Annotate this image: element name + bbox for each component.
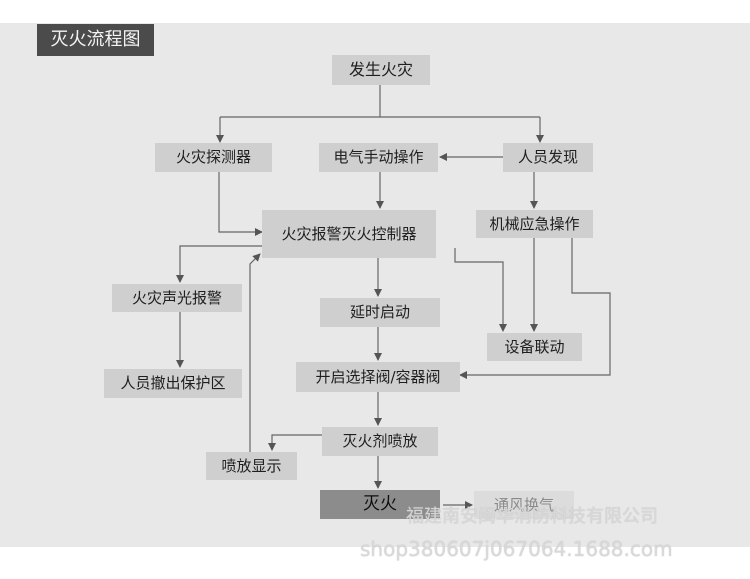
watermark-shop-url: shop380607j067064.1688.com (360, 537, 673, 561)
link-mechanical-to-valves (459, 237, 611, 379)
diagram-title: 灭火流程图 (37, 24, 154, 56)
node-mechanical-emergency: 机械应急操作 (476, 210, 593, 238)
node-extinguish: 灭火 (320, 490, 440, 519)
node-discharge-display: 喷放显示 (206, 452, 297, 480)
node-sound-light-alarm: 火灾声光报警 (112, 284, 242, 312)
node-equipment-linkage: 设备联动 (487, 333, 582, 361)
node-evacuate: 人员撤出保护区 (104, 369, 242, 398)
link-detector-to-controller (218, 172, 263, 236)
link-controller-to-linkage (454, 248, 507, 332)
node-ventilation: 通风换气 (474, 491, 574, 519)
node-open-valves: 开启选择阀/容器阀 (296, 362, 460, 392)
node-fire-detector: 火灾探测器 (155, 143, 272, 172)
link-discharge-to-display (268, 434, 322, 451)
node-manual-electric: 电气手动操作 (319, 143, 438, 172)
link-display-to-controller (249, 253, 261, 452)
node-alarm-controller: 火灾报警灭火控制器 (262, 210, 436, 258)
node-fire-occurs: 发生火灾 (332, 55, 430, 85)
node-personnel-discover: 人员发现 (503, 143, 593, 172)
node-agent-discharge: 灭火剂喷放 (322, 427, 438, 456)
node-delayed-start: 延时启动 (320, 298, 440, 327)
link-controller-to-alarm (176, 245, 262, 283)
watermark-company: 福建南安闽华消防科技有限公司 (406, 506, 658, 527)
